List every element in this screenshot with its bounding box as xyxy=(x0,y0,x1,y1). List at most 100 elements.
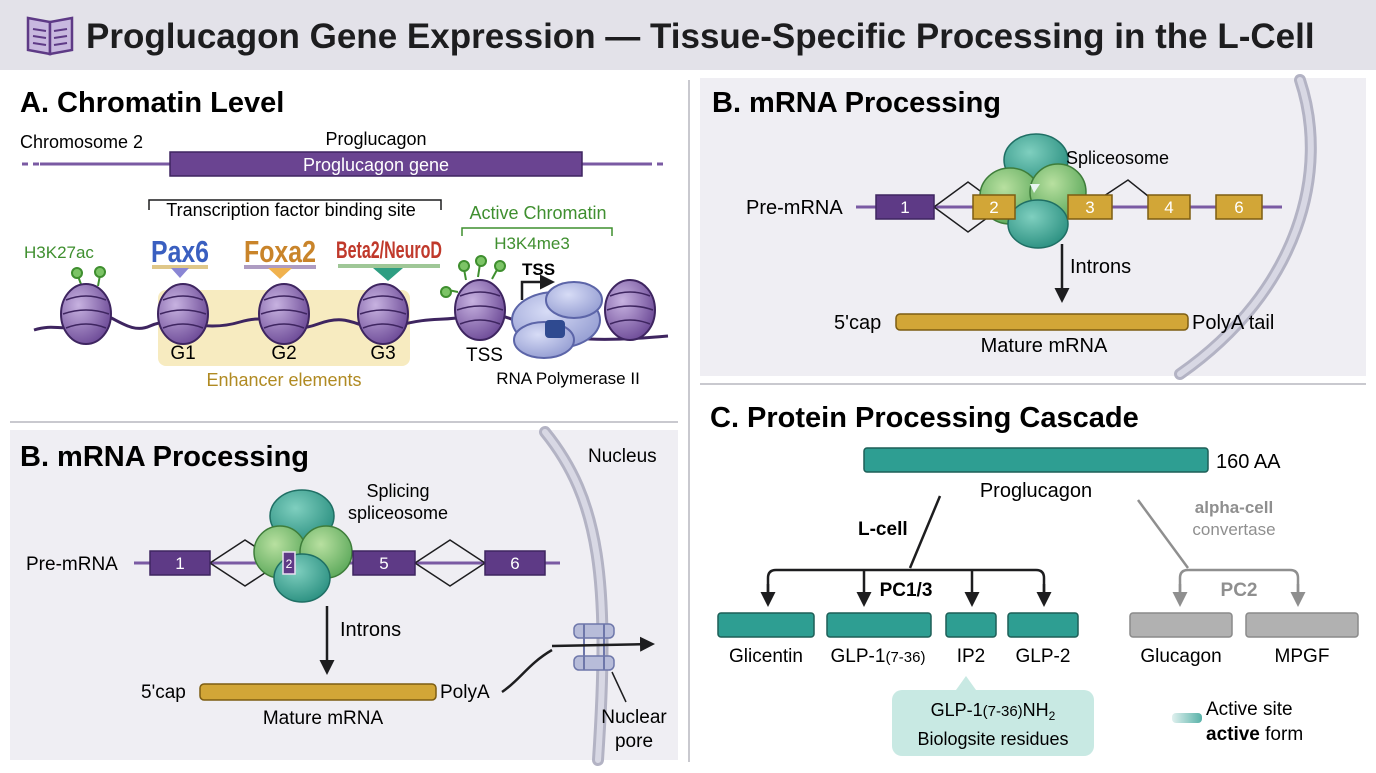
product-ip2 xyxy=(945,612,997,638)
label-mpgf: MPGF xyxy=(1275,646,1330,667)
header: Proglucagon Gene Expression — Tissue-Spe… xyxy=(0,0,1376,70)
introns-label-right: Introns xyxy=(1070,256,1131,278)
methyl-mark-icon xyxy=(440,255,506,298)
svg-text:2: 2 xyxy=(286,557,293,571)
polya-label-left: PolyA xyxy=(440,682,490,703)
page-title: Proglucagon Gene Expression — Tissue-Spe… xyxy=(86,17,1315,56)
spliceosome-label-left-1: Splicing xyxy=(366,481,429,501)
legend: Active site active form xyxy=(1172,699,1303,745)
svg-text:1: 1 xyxy=(175,554,184,573)
panel-chromatin: A. Chromatin Level Chromosome 2 Progluca… xyxy=(20,87,669,390)
nucleosome-icon xyxy=(258,283,310,345)
exon-3-right: 3 xyxy=(1067,194,1113,220)
cap-label-left: 5'cap xyxy=(141,682,186,703)
product-glicentin xyxy=(717,612,815,638)
alpha-label-1: alpha-cell xyxy=(1195,498,1273,517)
polymerase-label: RNA Polymerase II xyxy=(496,369,640,388)
tf-site-label: Transcription factor binding site xyxy=(166,200,415,220)
svg-text:4: 4 xyxy=(1164,198,1173,217)
panel-protein-cascade: C. Protein Processing Cascade 160 AA Pro… xyxy=(710,402,1359,756)
enhancer-g2: G2 xyxy=(271,343,296,364)
panel-b-right-heading: B. mRNA Processing xyxy=(712,87,1001,119)
svg-text:3: 3 xyxy=(1085,198,1094,217)
motif-logo-neurod: Beta2/NeuroD xyxy=(336,237,442,281)
chromosome-label: Chromosome 2 xyxy=(20,132,143,152)
exon-2-right: 2 xyxy=(972,194,1016,220)
lcell-enzyme: PC1/3 xyxy=(880,580,933,601)
h3k27ac-label: H3K27ac xyxy=(24,243,94,262)
export-arrow xyxy=(551,636,655,652)
label-ip2: IP2 xyxy=(957,646,986,667)
svg-text:5: 5 xyxy=(379,554,388,573)
product-glucagon xyxy=(1129,612,1233,638)
pre-mrna-label-left: Pre-mRNA xyxy=(26,554,118,575)
product-glp2 xyxy=(1007,612,1079,638)
introns-label-left: Introns xyxy=(340,619,401,641)
spliceosome-label-right: Spliceosome xyxy=(1066,148,1169,168)
nucleosome-icon xyxy=(604,279,656,341)
pore-label-1: Nuclear xyxy=(601,707,667,728)
tss-arrow-icon xyxy=(520,274,555,300)
legend-line1: Active site xyxy=(1206,699,1293,720)
exon-6-right: 6 xyxy=(1215,194,1263,220)
svg-text:Foxa2: Foxa2 xyxy=(244,234,316,269)
tss-bottom-label: TSS xyxy=(466,345,503,366)
nuclear-pore-icon xyxy=(573,623,615,671)
enhancer-g3: G3 xyxy=(370,343,395,364)
panel-mrna-right: B. mRNA Processing Pre-mRNA Spliceosome … xyxy=(700,74,1366,380)
nucleosome-icon xyxy=(357,283,409,345)
nucleosome-icon xyxy=(60,283,112,345)
pre-mrna-label-right: Pre-mRNA xyxy=(746,197,843,219)
exon-6-left: 6 xyxy=(484,550,546,576)
label-glp2: GLP-2 xyxy=(1016,646,1071,667)
h3k4me3-label: H3K4me3 xyxy=(494,234,570,253)
callout-line2: Biologsite residues xyxy=(917,729,1068,749)
motif-logo-foxa2: Foxa2 xyxy=(244,234,316,279)
active-chromatin-label: Active Chromatin xyxy=(469,203,606,223)
pore-label-2: pore xyxy=(615,731,653,752)
alpha-label-2: convertase xyxy=(1192,520,1275,539)
svg-text:2: 2 xyxy=(989,198,998,217)
svg-text:1: 1 xyxy=(900,198,909,217)
open-book-icon xyxy=(26,16,74,56)
motif-logo-pax6: Pax6 xyxy=(151,234,209,278)
svg-text:Beta2/NeuroD: Beta2/NeuroD xyxy=(336,237,442,264)
mature-label-left: Mature mRNA xyxy=(263,708,384,729)
alpha-enzyme: PC2 xyxy=(1221,580,1258,601)
nucleosome-icon xyxy=(454,279,506,341)
svg-text:6: 6 xyxy=(1234,198,1243,217)
exon-1-left: 1 xyxy=(149,550,211,576)
mature-label-right: Mature mRNA xyxy=(981,335,1108,357)
cap-label-right: 5'cap xyxy=(834,312,881,334)
rna-polymerase-icon xyxy=(511,281,603,359)
gene-bar xyxy=(169,151,583,177)
polya-label-right: PolyA tail xyxy=(1192,312,1274,334)
glp1-callout: GLP-1(7-36)NH2 Biologsite residues xyxy=(892,676,1094,756)
gene-bar-label: Proglucagon gene xyxy=(303,155,449,175)
label-glucagon: Glucagon xyxy=(1140,646,1221,667)
exon-4-right: 4 xyxy=(1147,194,1191,220)
spliceosome-icon xyxy=(253,489,353,603)
nucleus-label: Nucleus xyxy=(588,446,657,467)
spliceosome-label-left-2: spliceosome xyxy=(348,503,448,523)
panel-b-left-heading: B. mRNA Processing xyxy=(20,441,309,473)
panel-c-heading: C. Protein Processing Cascade xyxy=(710,402,1139,434)
acetyl-mark-icon xyxy=(71,266,106,288)
nucleosome-icon xyxy=(157,283,209,345)
exon-1-right: 1 xyxy=(875,194,935,220)
precursor-length: 160 AA xyxy=(1216,451,1281,473)
precursor-name: Proglucagon xyxy=(980,480,1092,502)
svg-text:Pax6: Pax6 xyxy=(151,234,209,269)
callout-line1: GLP-1(7-36)NH2 xyxy=(931,700,1056,723)
lcell-label: L-cell xyxy=(858,519,908,540)
label-glicentin: Glicentin xyxy=(729,646,803,667)
tss-top-label: TSS xyxy=(522,260,555,279)
product-glp1 xyxy=(826,612,932,638)
mature-mrna-bar-left xyxy=(199,683,437,701)
gene-title: Proglucagon xyxy=(325,129,426,149)
panel-a-heading: A. Chromatin Level xyxy=(20,87,284,119)
exon-2-left: 2 xyxy=(282,551,296,575)
enhancer-g1: G1 xyxy=(170,343,195,364)
svg-text:6: 6 xyxy=(510,554,519,573)
